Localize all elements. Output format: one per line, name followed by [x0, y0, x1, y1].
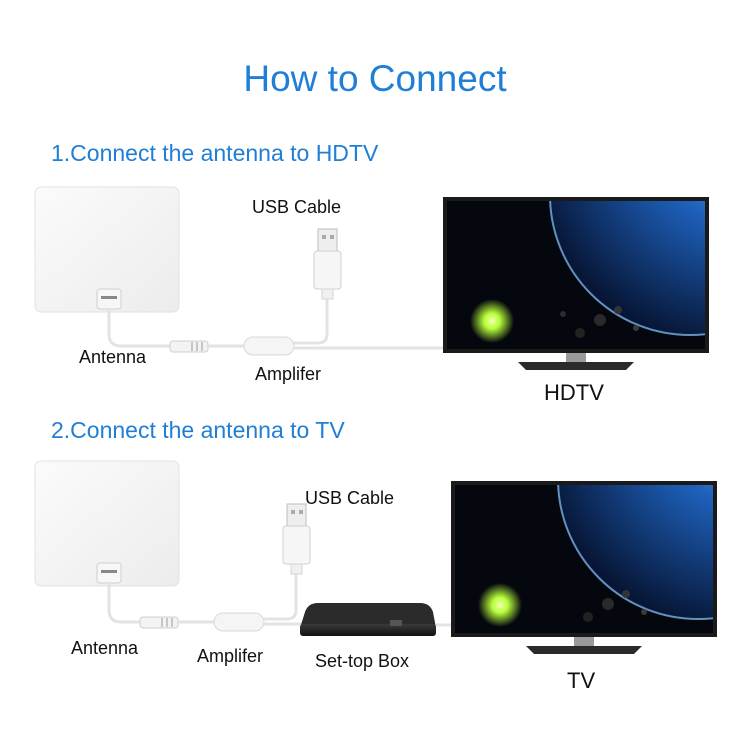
antenna-label-2: Antenna — [71, 638, 139, 658]
amplifier-1 — [243, 336, 295, 356]
page-title: How to Connect — [243, 58, 507, 99]
tv — [451, 481, 717, 654]
antenna-cable-1 — [107, 309, 170, 348]
settop-label: Set-top Box — [315, 651, 410, 671]
amplifier-label-2: Amplifer — [197, 646, 264, 666]
tv-label: TV — [567, 668, 596, 693]
usb-plug-1 — [313, 228, 342, 300]
usb-cable-label-2: USB Cable — [305, 488, 395, 508]
section2-heading: 2.Connect the antenna to TV — [51, 417, 345, 443]
hdtv — [443, 197, 709, 370]
usb-cable-2 — [264, 574, 298, 621]
antenna-panel-1 — [34, 186, 180, 313]
connector-2 — [139, 616, 179, 629]
antenna-label-1: Antenna — [79, 347, 147, 367]
usb-cable-label-1: USB Cable — [252, 197, 342, 217]
usb-cable-1 — [294, 299, 329, 345]
amplifier-label-1: Amplifer — [255, 364, 322, 384]
usb-plug-2 — [282, 503, 311, 575]
antenna-cable-2 — [107, 583, 140, 624]
antenna-panel-2 — [34, 460, 180, 587]
amplifier-2 — [213, 612, 265, 632]
hdtv-label: HDTV — [544, 380, 604, 405]
set-top-box — [300, 603, 436, 636]
connector-1 — [169, 340, 209, 353]
section1-heading: 1.Connect the antenna to HDTV — [51, 140, 379, 166]
